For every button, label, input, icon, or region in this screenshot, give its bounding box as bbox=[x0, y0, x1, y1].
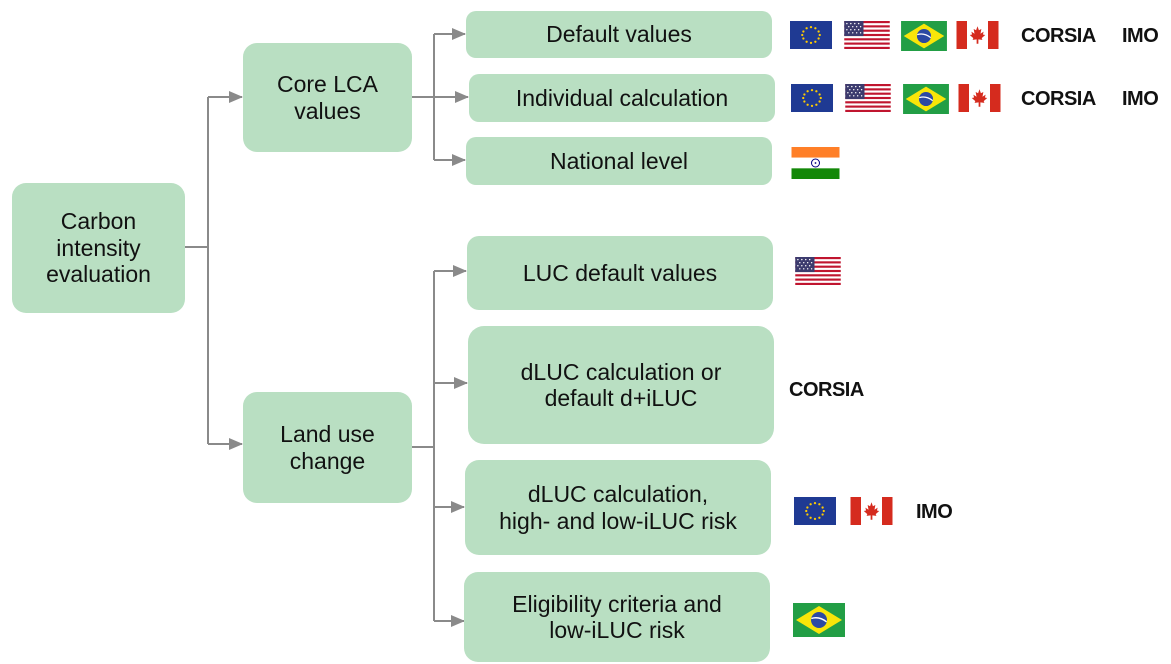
canada-flag-icon bbox=[849, 497, 894, 525]
node-dluc-calc-or-default: dLUC calculation or default d+iLUC bbox=[468, 326, 774, 444]
brazil-flag-icon bbox=[793, 603, 845, 637]
us-flag-icon bbox=[843, 84, 893, 112]
node-national-level: National level bbox=[466, 137, 772, 185]
node-dluc-calc-iluc-risk: dLUC calculation, high- and low-iLUC ris… bbox=[465, 460, 771, 555]
node-dluc-calc-iluc-risk-label: dLUC calculation, high- and low-iLUC ris… bbox=[499, 481, 737, 534]
root-node: Carbon intensity evaluation bbox=[12, 183, 185, 313]
imo-tag: IMO bbox=[1122, 88, 1159, 110]
eu-flag-icon bbox=[793, 497, 837, 525]
corsia-tag: CORSIA bbox=[789, 379, 864, 401]
india-flag-icon bbox=[791, 147, 840, 179]
us-flag-icon bbox=[842, 21, 892, 49]
eu-flag-icon bbox=[791, 84, 833, 112]
us-flag-icon bbox=[793, 257, 843, 285]
brazil-flag-icon bbox=[901, 21, 947, 51]
branch-land-use-change: Land use change bbox=[243, 392, 412, 503]
node-national-level-label: National level bbox=[549, 147, 689, 174]
node-individual-calculation: Individual calculation bbox=[469, 74, 775, 122]
node-eligibility-criteria-label: Eligibility criteria and low-iLUC risk bbox=[512, 590, 722, 643]
corsia-tag: CORSIA bbox=[1021, 25, 1096, 47]
branch-land-use-label: Land use change bbox=[280, 421, 375, 474]
node-dluc-calc-or-default-label: dLUC calculation or default d+iLUC bbox=[520, 358, 722, 411]
node-individual-calculation-label: Individual calculation bbox=[515, 84, 729, 111]
brazil-flag-icon bbox=[903, 84, 949, 114]
node-default-values-label: Default values bbox=[546, 21, 692, 48]
root-label: Carbon intensity evaluation bbox=[46, 208, 151, 288]
branch-core-lca-label: Core LCA values bbox=[277, 71, 378, 124]
eu-flag-icon bbox=[790, 21, 832, 49]
imo-tag: IMO bbox=[916, 501, 953, 523]
node-luc-default-values: LUC default values bbox=[467, 236, 773, 310]
imo-tag: IMO bbox=[1122, 25, 1159, 47]
canada-flag-icon bbox=[957, 84, 1002, 112]
node-eligibility-criteria: Eligibility criteria and low-iLUC risk bbox=[464, 572, 770, 662]
corsia-tag: CORSIA bbox=[1021, 88, 1096, 110]
canada-flag-icon bbox=[955, 21, 1000, 49]
node-default-values: Default values bbox=[466, 11, 772, 58]
node-luc-default-values-label: LUC default values bbox=[522, 259, 718, 286]
branch-core-lca: Core LCA values bbox=[243, 43, 412, 152]
